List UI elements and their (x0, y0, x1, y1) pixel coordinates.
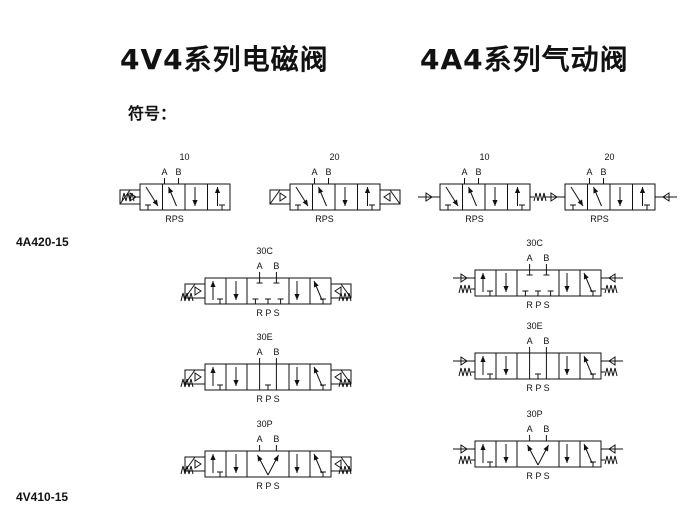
port-a-label: A (527, 253, 533, 263)
port-a-label: A (527, 424, 533, 434)
valve-code-label: 30C (256, 246, 273, 256)
port-rps-label: RPS (465, 214, 484, 224)
valve-code-label: 30E (527, 321, 543, 331)
valve-code-label: 30C (526, 238, 543, 248)
port-b-label: B (175, 167, 181, 177)
port-b-label: B (475, 167, 481, 177)
port-b-label: B (600, 167, 606, 177)
valve-code-label: 30P (257, 419, 273, 429)
pneumatic-series-title: 4A4系列气动阀 (420, 43, 629, 76)
port-b-label: B (325, 167, 331, 177)
port-a-label: A (586, 167, 592, 177)
port-a-label: A (257, 347, 263, 357)
port-b-label: B (273, 347, 279, 357)
valve-code-label: 30E (257, 332, 273, 342)
port-rps-label: R P S (256, 308, 279, 318)
side-label-4a420: 4A420-15 (16, 235, 69, 249)
port-b-label: B (543, 424, 549, 434)
side-label-4v410: 4V410-15 (16, 490, 69, 504)
port-b-label: B (273, 261, 279, 271)
port-a-label: A (257, 261, 263, 271)
port-rps-label: R P S (256, 481, 279, 491)
port-rps-label: RPS (165, 214, 184, 224)
port-rps-label: RPS (315, 214, 334, 224)
port-rps-label: RPS (590, 214, 609, 224)
port-rps-label: R P S (526, 300, 549, 310)
port-a-label: A (527, 336, 533, 346)
port-a-label: A (257, 434, 263, 444)
valve-code-label: 30P (527, 409, 543, 419)
valve-code-label: 10 (479, 152, 489, 162)
port-a-label: A (311, 167, 317, 177)
port-b-label: B (543, 253, 549, 263)
port-b-label: B (543, 336, 549, 346)
symbol-heading: 符号： (128, 104, 177, 123)
port-rps-label: R P S (526, 383, 549, 393)
solenoid-series-title: 4V4系列电磁阀 (120, 43, 329, 76)
valve-code-label: 10 (179, 152, 189, 162)
valve-code-label: 20 (329, 152, 339, 162)
port-rps-label: R P S (526, 471, 549, 481)
valve-code-label: 20 (604, 152, 614, 162)
port-rps-label: R P S (256, 394, 279, 404)
port-a-label: A (461, 167, 467, 177)
port-b-label: B (273, 434, 279, 444)
port-a-label: A (161, 167, 167, 177)
